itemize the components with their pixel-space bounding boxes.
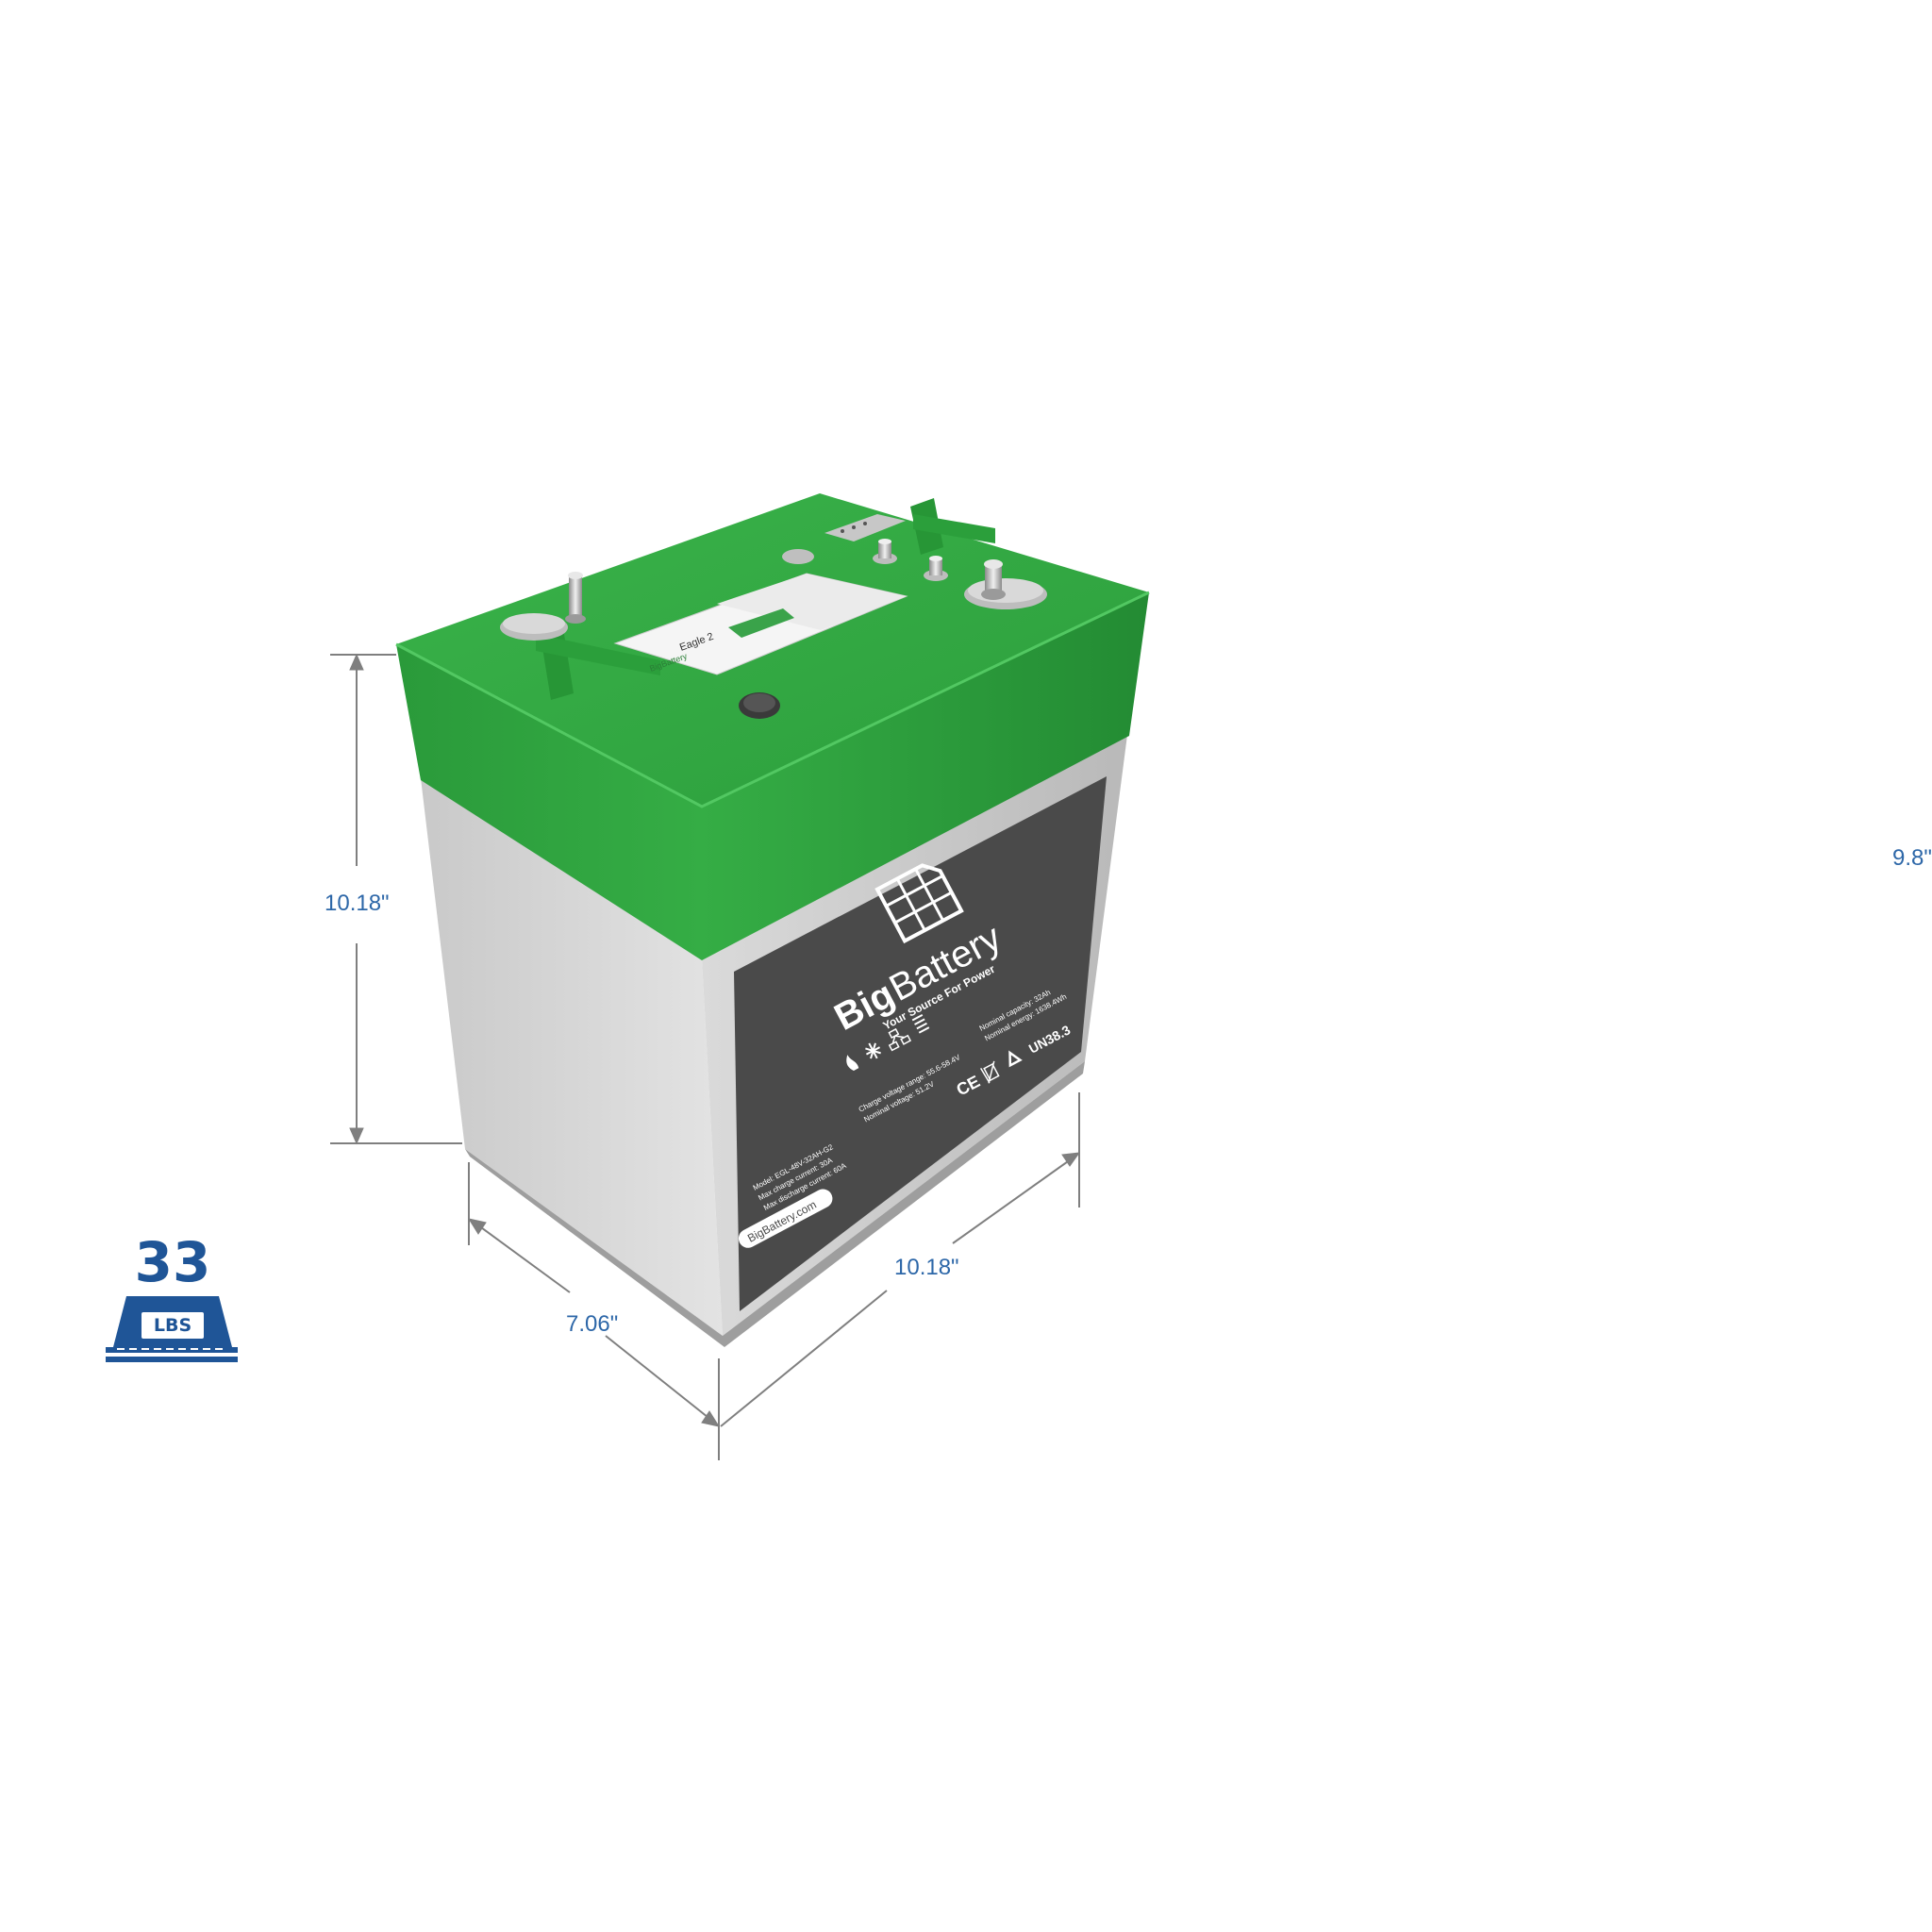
balance-scale-icon bbox=[106, 1296, 238, 1362]
handle-right bbox=[910, 498, 995, 555]
depth-line-upper bbox=[470, 1219, 571, 1293]
height-label: 10.18" bbox=[325, 891, 390, 916]
website-pill bbox=[738, 1189, 833, 1248]
lid-right bbox=[702, 592, 1149, 960]
width-label: 10.18" bbox=[894, 1255, 959, 1280]
weight-value: 33 bbox=[134, 1230, 211, 1294]
depth-label: 7.06" bbox=[566, 1311, 619, 1337]
edge-label: 9.8" bbox=[1892, 845, 1932, 871]
stack-icon bbox=[911, 1014, 930, 1034]
flame-icon bbox=[846, 1055, 859, 1071]
bin-icon bbox=[979, 1060, 1000, 1084]
power-button bbox=[739, 692, 780, 719]
signal-stud-1 bbox=[873, 539, 897, 564]
handle-left bbox=[536, 623, 660, 700]
lid-front bbox=[396, 644, 702, 960]
dimension-lines bbox=[330, 653, 1081, 1460]
width-line-upper bbox=[952, 1154, 1078, 1244]
weight-unit: LBS bbox=[153, 1315, 192, 1336]
recycle-icon bbox=[1008, 1050, 1023, 1068]
battery-logo-icon bbox=[874, 863, 964, 944]
snowflake-icon bbox=[865, 1042, 881, 1059]
terminal-negative bbox=[500, 572, 586, 641]
width-line-lower bbox=[720, 1290, 888, 1427]
battery-label-panel bbox=[734, 776, 1107, 1311]
vent-cap bbox=[782, 549, 814, 564]
battery-body-front bbox=[421, 778, 723, 1336]
terminal-positive bbox=[964, 559, 1047, 609]
status-display bbox=[824, 514, 906, 541]
battery: Eagle 2 BigBattery bbox=[395, 493, 1150, 1347]
network-icon bbox=[888, 1027, 912, 1052]
depth-line-lower bbox=[605, 1335, 718, 1425]
signal-stud-2 bbox=[924, 556, 948, 581]
